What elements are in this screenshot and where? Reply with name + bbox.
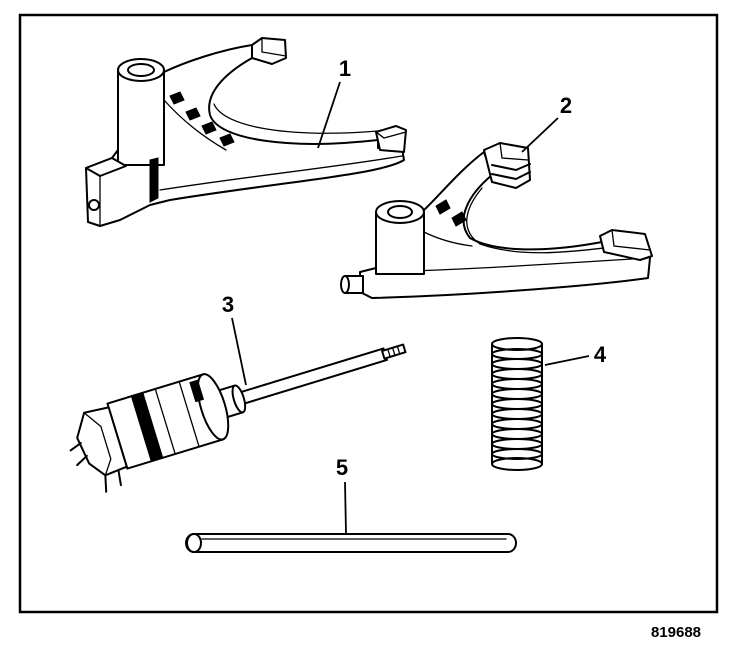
callout-4-leader (544, 355, 590, 366)
fork-1-lug-top (85, 157, 127, 177)
shaft-tip-ridges (387, 345, 401, 358)
shift-fork-2 (340, 142, 653, 299)
callout-3-label: 3 (222, 292, 234, 317)
fork-1-hatch (201, 121, 217, 135)
fork-1-hatch (185, 107, 201, 121)
housing-shadow-band (130, 392, 164, 462)
pin (185, 533, 517, 553)
housing-end-face (196, 373, 230, 441)
fork-1-bottom-edge (159, 155, 403, 191)
fork-2-boss-hole (387, 205, 413, 219)
callout-2-leader (521, 117, 559, 153)
callout-1: 1 (317, 56, 351, 149)
shaft-collar-end (231, 384, 247, 414)
fork-1-top-pad (251, 37, 287, 65)
fork-2-rib (423, 231, 473, 247)
shift-fork-1 (85, 37, 407, 227)
callout-5-label: 5 (336, 455, 348, 480)
callout-5-leader (344, 481, 347, 534)
fork-1-boss (117, 69, 165, 166)
fork-2-top-pad-layers (491, 163, 531, 181)
callout-1-leader (317, 81, 341, 149)
shift-shaft-assembly (69, 343, 407, 493)
bracket-legs (69, 442, 122, 493)
fork-1-boss-hole (127, 63, 155, 77)
fork-2-right-pad-edge (611, 229, 651, 251)
pin-body (185, 533, 517, 553)
callout-5: 5 (336, 455, 348, 534)
fork-2-side-pin-end (340, 275, 350, 294)
callout-1-label: 1 (339, 56, 351, 81)
fork-2-inner-edge (466, 187, 605, 254)
pin-end-face (186, 533, 202, 553)
fork-2-top-pad-edge (499, 142, 529, 161)
fork-1-hatch (169, 91, 185, 105)
housing-seams (154, 380, 200, 455)
fork-1-right-pad-edge (375, 131, 407, 139)
housing-shadow (189, 379, 205, 403)
spring-bottom-end (491, 457, 543, 471)
callout-2: 2 (521, 93, 572, 153)
fork-1-top-pad-edge (261, 37, 287, 57)
fork-2-hatch (435, 199, 451, 215)
fork-1-right-pad (375, 125, 407, 153)
callout-2-label: 2 (560, 93, 572, 118)
fork-1-lug-hole (88, 199, 100, 211)
fork-2-hatch (451, 211, 467, 227)
fork-1-rib (163, 99, 227, 151)
spring (491, 337, 543, 471)
callout-4-label: 4 (594, 342, 607, 367)
fork-1-shadow (149, 157, 159, 203)
bracket-edge (83, 412, 112, 476)
callout-4: 4 (544, 342, 607, 367)
fork-1-hatch (219, 133, 235, 147)
fork-1-inner-edge (213, 103, 379, 134)
figure-number: 819688 (651, 624, 701, 641)
callout-3-leader (231, 317, 247, 386)
callout-3: 3 (222, 292, 247, 386)
